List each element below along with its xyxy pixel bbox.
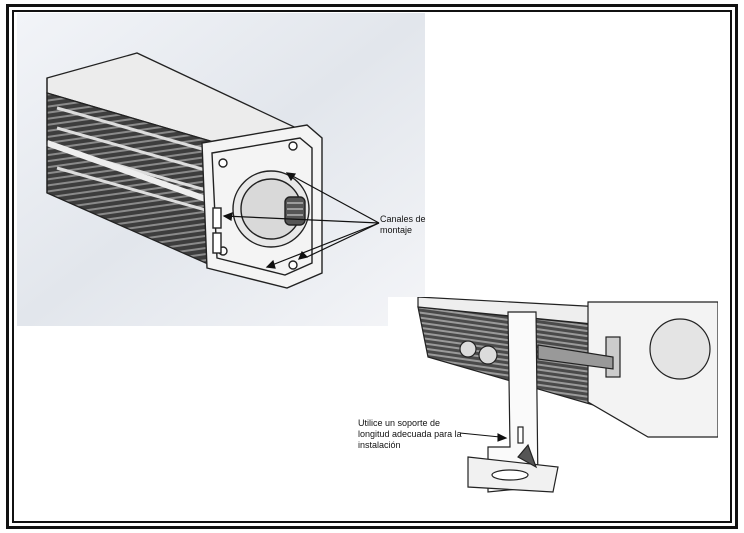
callout-mounting-channels: Canales de montaje bbox=[380, 214, 426, 235]
inner-border bbox=[12, 10, 732, 523]
callout-bracket-note: Utilice un soporte de longitud adecuada … bbox=[358, 418, 462, 450]
outer-border bbox=[6, 4, 738, 529]
bracket-mount-detail-drawing bbox=[388, 297, 718, 494]
light-bar-isometric-drawing bbox=[17, 13, 425, 326]
